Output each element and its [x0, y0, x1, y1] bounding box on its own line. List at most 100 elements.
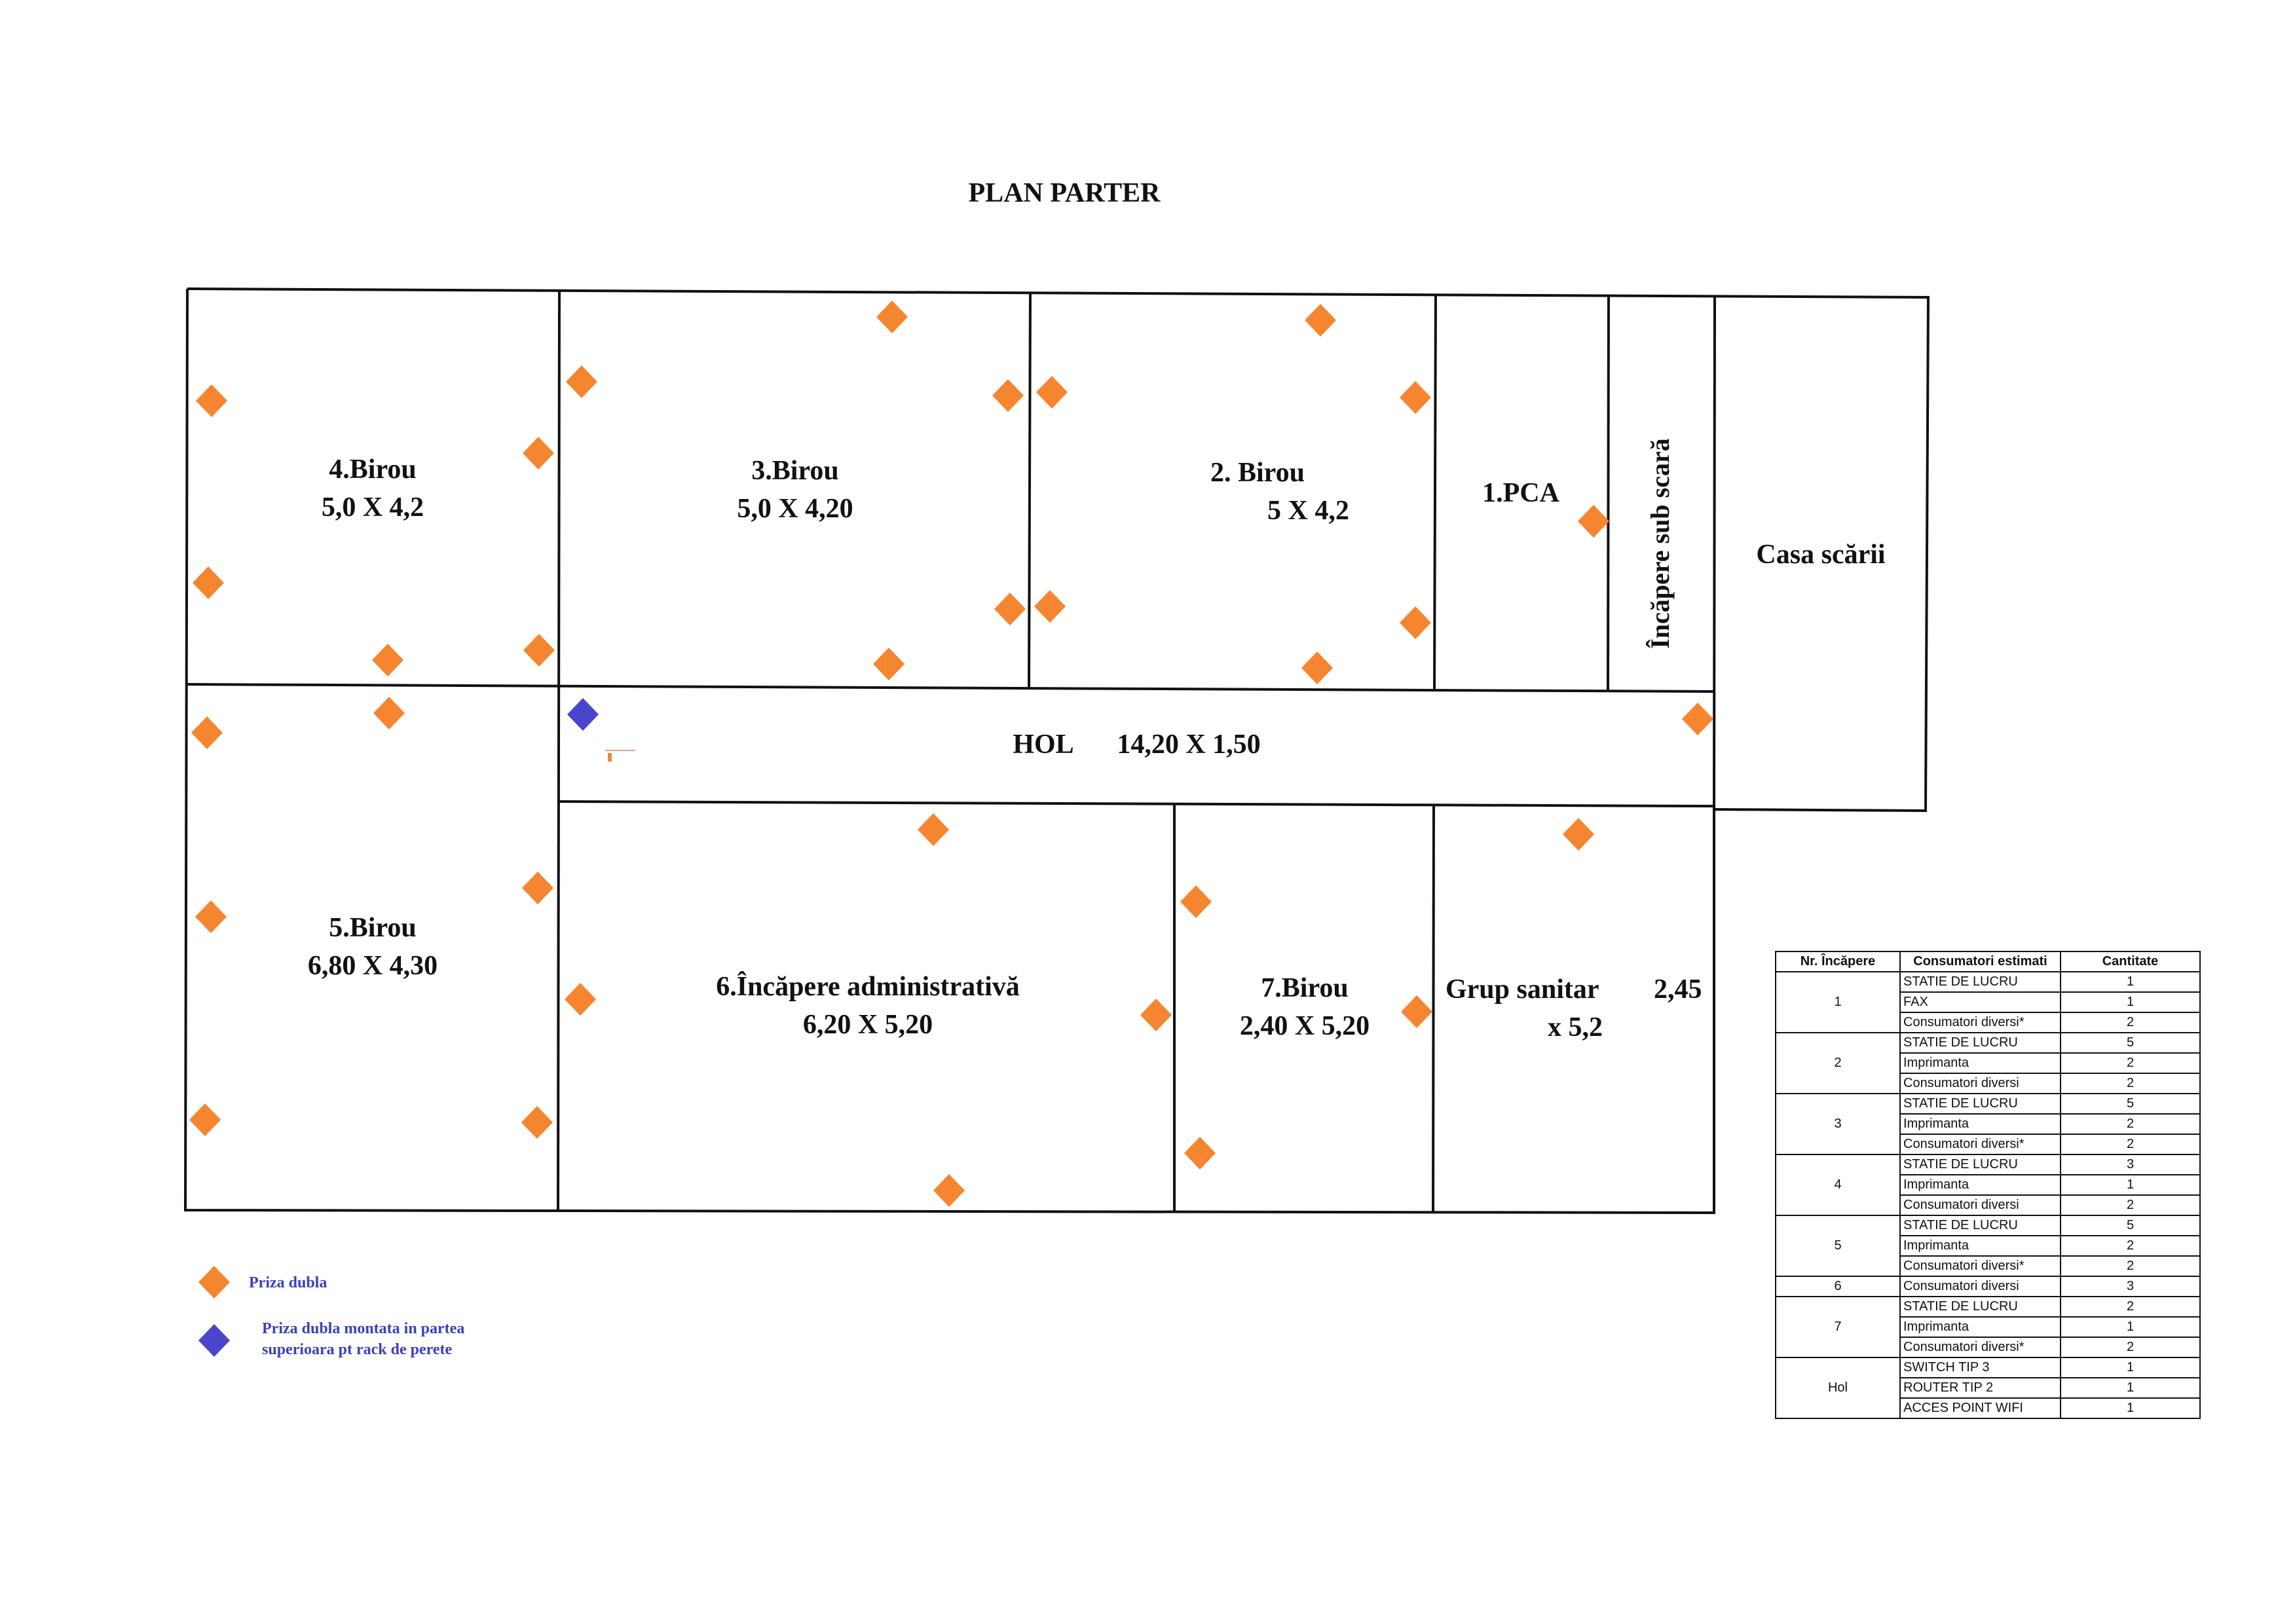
quantity-cell: 2 — [2060, 1194, 2201, 1216]
socket-double-icon — [933, 1174, 965, 1207]
quantity-cell: 2 — [2060, 1235, 2201, 1257]
socket-double-icon — [1301, 652, 1333, 684]
socket-double-icon — [1400, 606, 1431, 639]
socket-rack-icon — [567, 698, 599, 731]
consumer-cell: Imprimanta — [1899, 1174, 2061, 1196]
socket-double-icon — [195, 900, 227, 933]
legend-socket-double-icon — [198, 1266, 230, 1299]
table-row: Consumatori diversi*2 — [1776, 1255, 2201, 1277]
table-header-row: Nr. Încăpere Consumatori estimati Cantit… — [1775, 951, 2201, 972]
consumer-cell: ACCES POINT WIFI — [1899, 1397, 2061, 1419]
quantity-cell: 5 — [2060, 1093, 2201, 1115]
consumer-cell: Imprimanta — [1899, 1052, 2061, 1074]
consumer-cell: STATIE DE LUCRU — [1899, 1093, 2061, 1115]
socket-double-icon — [523, 634, 555, 667]
table-row: Consumatori diversi*2 — [1776, 1134, 2201, 1155]
room-number-cell: Hol — [1775, 1357, 1901, 1419]
consumer-cell: STATIE DE LUCRU — [1899, 1032, 2061, 1054]
consumer-cell: ROUTER TIP 2 — [1899, 1377, 2061, 1399]
socket-double-icon — [373, 697, 405, 729]
room-7-name: 7.Birou — [1261, 973, 1348, 1003]
socket-double-icon — [876, 301, 908, 333]
quantity-cell: 2 — [2060, 1052, 2201, 1074]
wall-stair-room-stairs — [1713, 296, 1716, 810]
consumer-cell: Imprimanta — [1899, 1316, 2061, 1338]
socket-double-icon — [191, 716, 223, 749]
socket-double-icon — [1682, 703, 1713, 735]
consumers-table: Nr. Încăpere Consumatori estimati Cantit… — [1775, 951, 2201, 1419]
consumer-cell: Consumatori diversi* — [1899, 1012, 2061, 1033]
room-number-cell: 7 — [1775, 1296, 1901, 1358]
consumer-cell: Consumatori diversi — [1899, 1194, 2061, 1216]
sockets — [189, 301, 1713, 1207]
legend: Priza dubla Priza dubla montata in parte… — [198, 1266, 464, 1358]
stair-room-name: Încăpere sub scară — [1645, 438, 1675, 648]
socket-double-icon — [1034, 590, 1066, 623]
quantity-cell: 1 — [2060, 1174, 2201, 1196]
quantity-cell: 2 — [2060, 1113, 2201, 1135]
consumer-cell: Consumatori diversi — [1899, 1276, 2061, 1297]
table-row: Consumatori diversi*2 — [1776, 1012, 2201, 1033]
header-consumers: Consumatori estimati — [1899, 951, 2061, 972]
consumer-cell: Consumatori diversi* — [1899, 1134, 2061, 1155]
quantity-cell: 2 — [2060, 1255, 2201, 1277]
socket-double-icon — [1140, 999, 1172, 1031]
socket-double-icon — [523, 437, 554, 470]
socket-double-icon — [372, 644, 403, 676]
consumer-cell: STATIE DE LUCRU — [1899, 1296, 2061, 1318]
hall-name: HOL — [1013, 729, 1073, 760]
wall-r2-r1 — [1433, 293, 1437, 690]
quantity-cell: 2 — [2060, 1012, 2201, 1033]
socket-double-icon — [1305, 304, 1336, 337]
room-5-name: 5.Birou — [329, 913, 416, 943]
wall-r1-stair-room — [1607, 295, 1610, 691]
quantity-cell: 1 — [2060, 971, 2201, 993]
consumer-cell: SWITCH TIP 3 — [1899, 1357, 2061, 1378]
socket-double-icon — [873, 648, 905, 680]
quantity-cell: 5 — [2060, 1215, 2201, 1236]
room-5-dims: 6,80 X 4,30 — [308, 951, 438, 981]
quantity-cell: 1 — [2060, 1377, 2201, 1399]
legend-socket-rack-line2: superioara pt rack de perete — [262, 1341, 453, 1358]
legend-socket-double-label: Priza dubla — [249, 1274, 327, 1291]
socket-double-icon — [1184, 1137, 1216, 1170]
quantity-cell: 1 — [2060, 1357, 2201, 1378]
room-number-cell: 5 — [1775, 1215, 1901, 1277]
socket-double-icon — [566, 365, 597, 398]
room-4-name: 4.Birou — [329, 454, 416, 485]
room-6-name: 6.Încăpere administrativă — [716, 971, 1020, 1002]
socket-double-icon — [565, 983, 596, 1016]
wall-hall-top — [187, 683, 1715, 693]
wall-r3-r2 — [1028, 291, 1032, 688]
room-number-cell: 6 — [1775, 1276, 1901, 1297]
room-labels: 4.Birou 5,0 X 4,2 3.Birou 5,0 X 4,20 2. … — [308, 438, 1886, 1043]
socket-double-icon — [992, 379, 1024, 412]
quantity-cell: 1 — [2060, 1316, 2201, 1338]
consumer-cell: Consumatori diversi* — [1899, 1255, 2061, 1277]
quantity-cell: 3 — [2060, 1276, 2201, 1297]
header-quantity: Cantitate — [2060, 951, 2201, 972]
wall-hall-bottom — [557, 800, 1715, 807]
consumer-cell: FAX — [1899, 991, 2061, 1013]
room-2-name: 2. Birou — [1210, 458, 1305, 488]
wall-r7-sanitary — [1432, 804, 1435, 1213]
room-6-dims: 6,20 X 5,20 — [803, 1010, 933, 1040]
room-1-name: 1.PCA — [1482, 478, 1559, 508]
plan-title: PLAN PARTER — [969, 178, 1161, 208]
socket-double-icon — [918, 813, 949, 846]
consumer-cell: Consumatori diversi — [1899, 1073, 2061, 1094]
outer-wall-left-bottom — [183, 288, 1715, 1215]
